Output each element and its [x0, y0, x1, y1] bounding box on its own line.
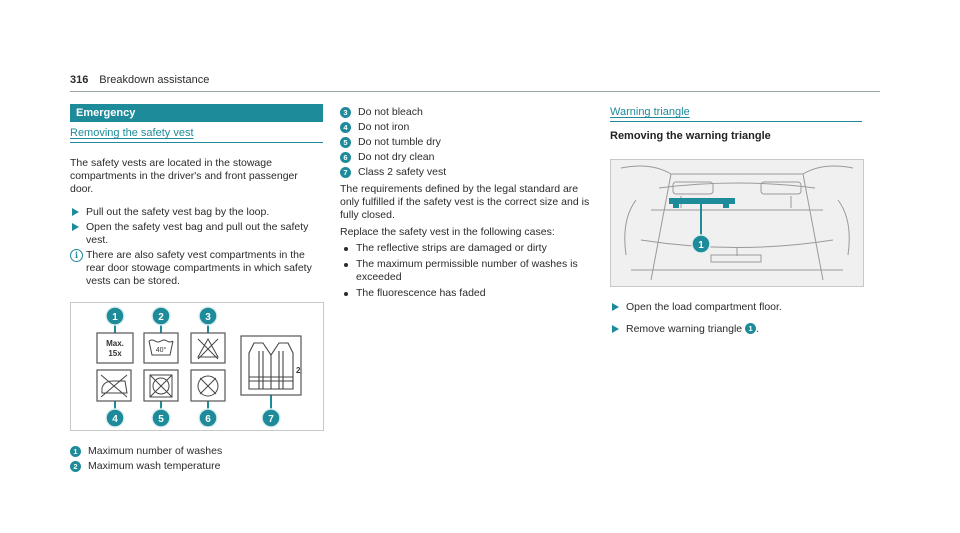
load-compartment-illustration: 1 — [611, 160, 863, 286]
callout-7: 7 — [268, 414, 274, 425]
step-item: Open the safety vest bag and pull out th… — [70, 221, 323, 247]
number-badge: 5 — [340, 137, 351, 148]
replace-paragraph: Replace the safety vest in the following… — [340, 226, 555, 238]
replace-bullets: The reflective strips are damaged or dir… — [340, 242, 593, 300]
legend-list: 1 Maximum number of washes 2 Maximum was… — [70, 445, 323, 473]
bullet-item: The maximum permissible number of washes… — [340, 258, 593, 284]
section-title-bar: Emergency — [70, 104, 323, 122]
page-header: 316 Breakdown assistance — [70, 74, 880, 90]
callout-5: 5 — [158, 414, 164, 425]
step-item: Pull out the safety vest bag by the loop… — [70, 206, 323, 219]
callout-4: 4 — [112, 414, 118, 425]
info-icon: i — [70, 249, 83, 262]
number-badge: 1 — [70, 446, 81, 457]
no-bleach-icon — [197, 337, 219, 360]
callout-1: 1 — [112, 312, 118, 323]
info-note: i There are also safety vest compartment… — [70, 249, 323, 288]
callout-2: 2 — [158, 312, 164, 323]
section-name: Breakdown assistance — [99, 74, 210, 86]
column-middle: 3 Do not bleach 4 Do not iron 5 Do not t… — [340, 104, 593, 300]
legend-item: 4 Do not iron — [340, 121, 593, 134]
step-arrow-icon — [72, 208, 79, 216]
legend-item: 6 Do not dry clean — [340, 151, 593, 164]
wash-tub-icon — [148, 339, 174, 356]
step-arrow-icon — [612, 303, 619, 311]
legend-item: 2 Maximum wash temperature — [70, 460, 323, 473]
number-badge: 6 — [340, 152, 351, 163]
callout-3: 3 — [205, 312, 211, 323]
class-label: 2 — [296, 366, 301, 375]
step-arrow-icon — [72, 223, 79, 231]
heading-removing-warning-triangle: Removing the warning triangle — [610, 130, 771, 142]
load-compartment-figure: 1 — [610, 159, 864, 287]
care-symbols-illustration: Max. 15x 40° — [96, 306, 302, 428]
no-tumble-dry-icon — [149, 374, 173, 398]
number-badge: 1 — [745, 323, 757, 334]
column-right: Warning triangle Removing the warning tr… — [610, 104, 864, 336]
max-label: Max. — [106, 339, 124, 348]
bullet-item: The fluorescence has faded — [340, 287, 593, 300]
callout-triangle: 1 — [698, 240, 704, 251]
subheading-warning-triangle[interactable]: Warning triangle — [610, 106, 862, 122]
number-badge: 7 — [340, 167, 351, 178]
no-dry-clean-icon — [197, 375, 219, 397]
legend-list-continued: 3 Do not bleach 4 Do not iron 5 Do not t… — [340, 106, 593, 179]
legend-item: 3 Do not bleach — [340, 106, 593, 119]
bullet-dot — [344, 247, 348, 251]
page-number: 316 — [70, 74, 89, 86]
bullet-dot — [344, 263, 348, 267]
temp-label: 40° — [156, 346, 167, 354]
intro-paragraph: The safety vests are located in the stow… — [70, 157, 298, 195]
callout-6: 6 — [205, 414, 211, 425]
number-badge: 4 — [340, 122, 351, 133]
safety-vest-icon — [248, 342, 294, 390]
legend-item: 5 Do not tumble dry — [340, 136, 593, 149]
no-iron-icon — [100, 374, 128, 398]
number-badge: 2 — [70, 461, 81, 472]
step-arrow-icon — [612, 325, 619, 333]
subheading-removing-safety-vest[interactable]: Removing the safety vest — [70, 127, 323, 143]
requirements-paragraph: The requirements defined by the legal st… — [340, 183, 590, 221]
step-item: Remove warning triangle 1. — [610, 323, 864, 336]
column-left: Emergency Removing the safety vest The s… — [70, 104, 324, 473]
steps-list: Pull out the safety vest bag by the loop… — [70, 206, 323, 247]
care-symbols-figure: Max. 15x 40° — [70, 302, 324, 431]
steps-list-triangle: Open the load compartment floor. Remove … — [610, 301, 864, 336]
header-divider — [70, 91, 880, 92]
number-badge: 3 — [340, 107, 351, 118]
bullet-item: The reflective strips are damaged or dir… — [340, 242, 593, 255]
legend-item: 7 Class 2 safety vest — [340, 166, 593, 179]
count-label: 15x — [108, 349, 122, 358]
step-item: Open the load compartment floor. — [610, 301, 864, 314]
legend-item: 1 Maximum number of washes — [70, 445, 323, 458]
bullet-dot — [344, 292, 348, 296]
